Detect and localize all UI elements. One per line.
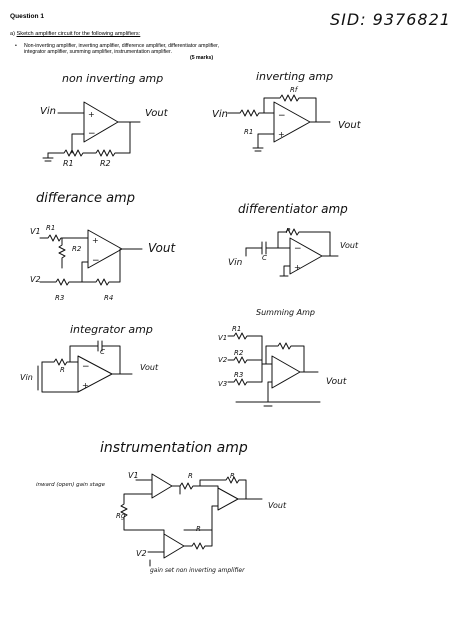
non-inverting-opamp (83, 101, 119, 143)
summing-v1: V1 (218, 334, 227, 342)
summing-v2: V2 (218, 356, 228, 364)
differentiator-title: differentiator amp (238, 202, 348, 216)
difference-r4: R4 (104, 294, 113, 302)
amplifier-list: • Non-inverting amplifier, inverting amp… (15, 43, 242, 56)
differentiator-sketch: differentiator amp R C Vin Vout − + (228, 202, 359, 277)
inverting-title: inverting amp (256, 70, 333, 83)
amplifier-list-text: Non-inverting amplifier, inverting ampli… (24, 43, 220, 56)
instrumentation-r-right: R (230, 472, 235, 480)
difference-r1: R1 (46, 224, 55, 232)
summing-v3: V3 (218, 380, 227, 388)
difference-r2: R2 (72, 245, 82, 253)
instrumentation-note-bottom: gain set non inverting amplifier (150, 567, 245, 574)
integrator-opamp (77, 355, 113, 393)
instrumentation-opamp-1 (151, 473, 173, 499)
integrator-vin: Vin (20, 373, 33, 382)
instrumentation-title: instrumentation amp (100, 440, 248, 456)
non-inverting-sketch: non inverting amp Vin Vout R1 R2 + − (40, 72, 169, 168)
part-letter: a) (10, 31, 15, 37)
summing-r3: R3 (234, 371, 243, 379)
inverting-opamp (273, 101, 311, 143)
question-part: a) Sketch amplifier circuit for the foll… (10, 31, 140, 37)
differentiator-vout: Vout (340, 241, 359, 250)
summing-r2: R2 (234, 349, 244, 357)
summing-opamp (271, 355, 301, 389)
inverting-rf: Rf (290, 86, 299, 94)
difference-v2: V2 (30, 275, 41, 284)
differentiator-c: C (262, 254, 267, 262)
question-title: Question 1 (10, 13, 45, 20)
inverting-vin: Vin (212, 109, 228, 120)
instrumentation-v2: V2 (136, 549, 147, 558)
difference-vout: Vout (148, 241, 176, 255)
bullet-dot: • (15, 43, 17, 49)
student-id: SID: 9376821 (330, 10, 451, 29)
summing-r1: R1 (232, 325, 241, 333)
differentiator-vin: Vin (228, 258, 243, 268)
integrator-sketch: integrator amp C R Vin Vout − + (20, 323, 159, 393)
differentiator-opamp (289, 237, 323, 275)
summing-sketch: Summing Amp R1 R2 R3 V1 V2 V3 Vout (218, 308, 347, 407)
instrumentation-opamp-2 (163, 533, 185, 559)
svg-text:+: + (82, 381, 89, 390)
integrator-vout: Vout (140, 363, 159, 372)
non-inverting-r1: R1 (63, 159, 74, 168)
integrator-c: C (100, 348, 105, 356)
svg-text:+: + (88, 110, 95, 119)
non-inverting-title: non inverting amp (62, 72, 163, 85)
marks-label: (5 marks) (190, 55, 214, 61)
svg-text:−: − (294, 244, 302, 254)
svg-text:+: + (294, 263, 301, 272)
svg-text:+: + (92, 236, 99, 245)
part-instruction: Sketch amplifier circuit for the followi… (16, 31, 141, 37)
instrumentation-vout: Vout (268, 501, 287, 510)
svg-text:−: − (88, 129, 96, 139)
integrator-r: R (60, 366, 65, 374)
difference-sketch: differance amp V1 R1 R2 V2 R3 R4 Vout + … (30, 191, 176, 302)
non-inverting-vin: Vin (40, 106, 56, 117)
svg-text:+: + (278, 130, 285, 139)
instrumentation-opamp-3 (217, 487, 239, 511)
non-inverting-r2: R2 (100, 159, 111, 168)
instrumentation-note-left: inward (open) gain stage (36, 482, 106, 488)
instrumentation-rg: Rg (116, 512, 126, 520)
inverting-vout: Vout (338, 120, 362, 131)
svg-text:−: − (278, 111, 286, 121)
svg-text:−: − (92, 256, 100, 266)
svg-text:−: − (82, 362, 90, 372)
instrumentation-r-bottom: R (196, 525, 201, 533)
instrumentation-v1: V1 (128, 471, 139, 480)
difference-opamp (87, 229, 123, 269)
inverting-sketch: inverting amp Vin R1 Rf Vout − + (212, 70, 362, 152)
difference-r3: R3 (55, 294, 64, 302)
instrumentation-r-top: R (188, 472, 193, 480)
non-inverting-vout: Vout (145, 108, 169, 119)
difference-v1: V1 (30, 227, 41, 236)
difference-title: differance amp (36, 191, 135, 206)
summing-title: Summing Amp (256, 308, 315, 317)
inverting-r1: R1 (244, 128, 253, 136)
instrumentation-sketch: instrumentation amp V1 V2 R R R Rg Vout … (36, 440, 287, 574)
summing-vout: Vout (326, 377, 347, 387)
integrator-title: integrator amp (70, 323, 153, 336)
